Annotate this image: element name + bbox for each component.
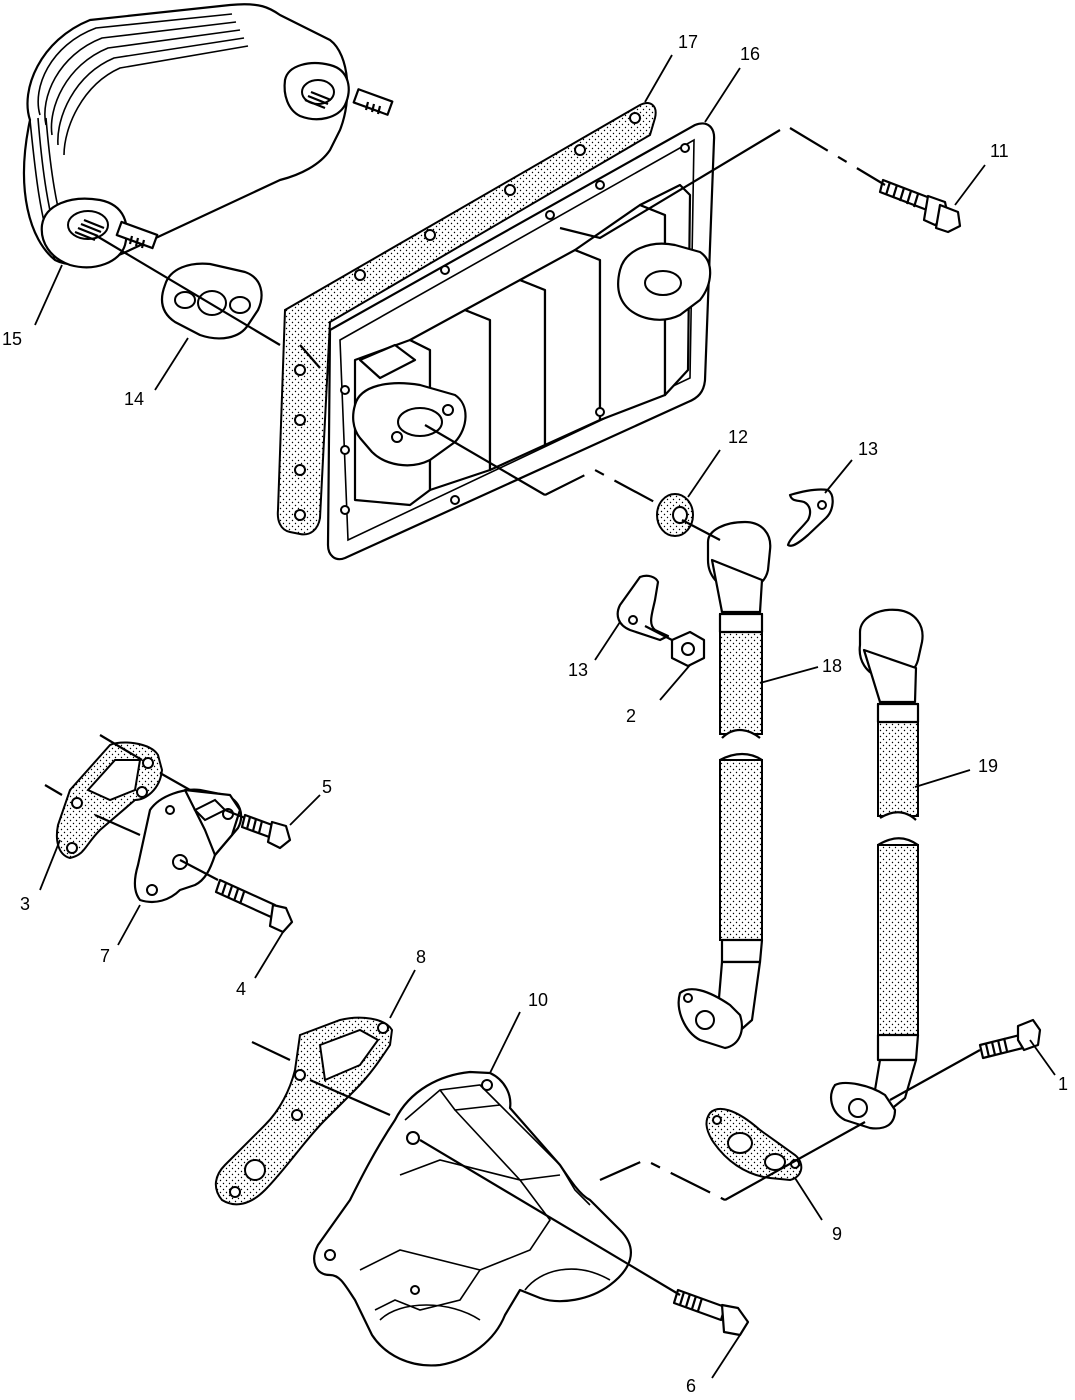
callout-13-upper: 13 xyxy=(858,439,878,459)
clip-13-right xyxy=(786,488,834,547)
callout-16: 16 xyxy=(740,44,760,64)
oil-cooler-core xyxy=(22,3,394,269)
callout-11: 11 xyxy=(990,141,1009,161)
oil-tube-18 xyxy=(677,520,772,1050)
bolt-11 xyxy=(878,178,962,234)
assembly-lines xyxy=(44,127,981,1296)
washer-12 xyxy=(656,493,694,537)
callout-3: 3 xyxy=(20,894,30,914)
oil-tube-19 xyxy=(830,608,924,1130)
stud-threads xyxy=(74,88,394,250)
callout-7: 7 xyxy=(100,946,110,966)
callout-18: 18 xyxy=(822,656,842,676)
nut-2 xyxy=(670,630,706,668)
callout-leaders xyxy=(34,54,1056,1379)
callout-14: 14 xyxy=(124,389,144,409)
gasket-3 xyxy=(55,741,164,860)
callout-numbers: 1 2 3 4 5 6 7 8 9 10 11 12 13 13 14 15 1… xyxy=(2,32,1068,1396)
bolt-6 xyxy=(672,1288,750,1337)
callout-17: 17 xyxy=(678,32,698,52)
gasket-8 xyxy=(214,1016,394,1206)
callout-12: 12 xyxy=(728,427,748,447)
callout-5: 5 xyxy=(322,777,332,797)
adapter-7 xyxy=(133,788,243,904)
filter-base-10 xyxy=(313,1070,632,1367)
callout-1: 1 xyxy=(1058,1074,1068,1094)
clip-13-left xyxy=(616,574,670,642)
callout-4: 4 xyxy=(236,979,246,999)
callout-9: 9 xyxy=(832,1224,842,1244)
callout-13-lower: 13 xyxy=(568,660,588,680)
callout-15: 15 xyxy=(2,329,22,349)
cooler-gasket xyxy=(160,262,263,340)
callout-2: 2 xyxy=(626,706,636,726)
callout-6: 6 xyxy=(686,1376,696,1396)
cover-gasket xyxy=(276,102,657,536)
tube-gasket-9 xyxy=(705,1108,803,1182)
callout-10: 10 xyxy=(528,990,548,1010)
callout-19: 19 xyxy=(978,756,998,776)
oil-cooler-cover xyxy=(326,122,716,561)
bolt-4 xyxy=(214,878,294,934)
bolt-5 xyxy=(240,813,292,850)
bolt-1 xyxy=(978,1018,1042,1060)
callout-8: 8 xyxy=(416,947,426,967)
